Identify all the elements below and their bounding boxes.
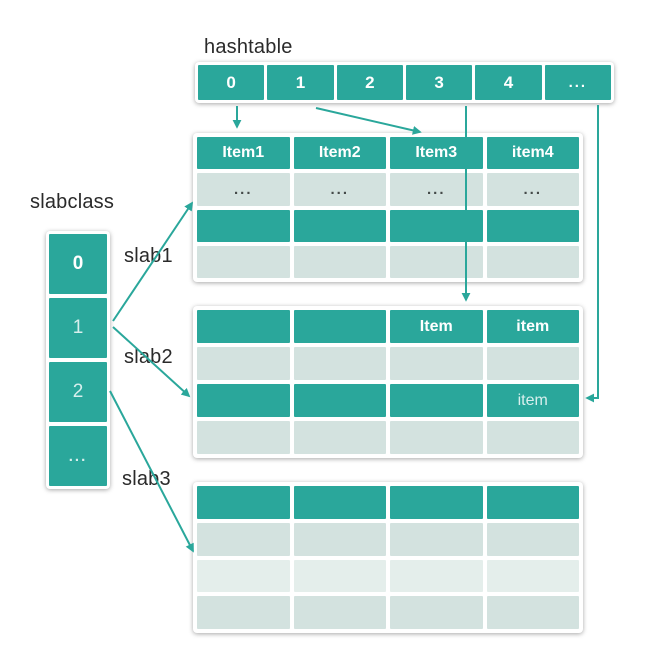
slab2-cell-r1-2 xyxy=(390,347,483,380)
slab2-cell-r0-0 xyxy=(197,310,290,343)
slab2-cell-r1-1 xyxy=(293,347,386,380)
slab3-cell-r0-3 xyxy=(486,486,579,519)
slab3-label: slab3 xyxy=(122,468,171,490)
slab2-cell-r2-1 xyxy=(293,384,386,417)
hashtable-label: hashtable xyxy=(204,36,293,58)
slab1-label: slab1 xyxy=(124,245,173,267)
slab1-cell-r0-2: Item3 xyxy=(390,137,483,170)
slab3-cell-r0-2 xyxy=(390,486,483,519)
arrow-hashdots-to-slab2-item xyxy=(585,105,599,403)
slab1-cell-r3-0 xyxy=(197,245,290,278)
slab1-cell-r1-2: ... xyxy=(390,173,483,206)
slab3-cell-r0-1 xyxy=(293,486,386,519)
slab3-cell-r3-2 xyxy=(390,596,483,629)
slabclass-label: slabclass xyxy=(30,191,115,213)
slab2-cell-r3-2 xyxy=(390,421,483,454)
slab1-cell-r1-3: ... xyxy=(486,173,579,206)
slab2-cell-r2-3: item xyxy=(486,384,579,417)
slab3-cell-r3-1 xyxy=(293,596,386,629)
slab2-cell-r0-3: item xyxy=(486,310,579,343)
slab1-cell-r2-0 xyxy=(197,209,290,242)
slab3-cell-r2-3 xyxy=(486,559,579,593)
slab3-cell-r3-0 xyxy=(197,596,290,629)
slab1-cell-r1-1: ... xyxy=(293,173,386,206)
slab1-cell-r3-1 xyxy=(293,245,386,278)
hashtable-bucket-5: ... xyxy=(544,65,611,100)
slab2-cell-r2-0 xyxy=(197,384,290,417)
hashtable-bucket-1: 1 xyxy=(267,65,334,100)
slab2-cell-r3-1 xyxy=(293,421,386,454)
slab2-cell-r3-3 xyxy=(486,421,579,454)
slab2-cell-r0-1 xyxy=(293,310,386,343)
slabclass-cell-3: ... xyxy=(49,426,107,486)
slab3-cell-r2-2 xyxy=(390,559,483,593)
slabclass-cell-2: 2 xyxy=(49,362,107,422)
slab2-cell-r1-3 xyxy=(486,347,579,380)
slab2-cell-r3-0 xyxy=(197,421,290,454)
slab1-cell-r0-1: Item2 xyxy=(293,137,386,170)
slabclass-cell-0: 0 xyxy=(49,234,107,294)
slabclass-cell-1: 1 xyxy=(49,298,107,358)
slab1-cell-r3-2 xyxy=(390,245,483,278)
slab1-cell-r3-3 xyxy=(486,245,579,278)
slab3-table xyxy=(193,482,583,633)
slab1-cell-r0-0: Item1 xyxy=(197,137,290,170)
slab3-cell-r0-0 xyxy=(197,486,290,519)
slab3-cell-r1-1 xyxy=(293,522,386,556)
slab3-cell-r2-0 xyxy=(197,559,290,593)
slab2-cell-r2-2 xyxy=(390,384,483,417)
hashtable-bucket-2: 2 xyxy=(336,65,403,100)
slab3-cell-r2-1 xyxy=(293,559,386,593)
slab2-cell-r1-0 xyxy=(197,347,290,380)
slab1-cell-r2-3 xyxy=(486,209,579,242)
hashtable-bucket-0: 0 xyxy=(198,65,265,100)
hashtable-bucket-4: 4 xyxy=(475,65,542,100)
slab1-cell-r2-2 xyxy=(390,209,483,242)
slab3-cell-r1-2 xyxy=(390,522,483,556)
slab1-cell-r2-1 xyxy=(293,209,386,242)
slab2-cell-r0-2: Item xyxy=(390,310,483,343)
slab1-cell-r1-0: ... xyxy=(197,173,290,206)
slab1-cell-r0-3: item4 xyxy=(486,137,579,170)
slab3-cell-r3-3 xyxy=(486,596,579,629)
hashtable-bucket-3: 3 xyxy=(406,65,473,100)
slab3-cell-r1-3 xyxy=(486,522,579,556)
slab2-label: slab2 xyxy=(124,346,173,368)
slab3-cell-r1-0 xyxy=(197,522,290,556)
arrow-hash1-to-slab1-item3 xyxy=(315,107,422,135)
